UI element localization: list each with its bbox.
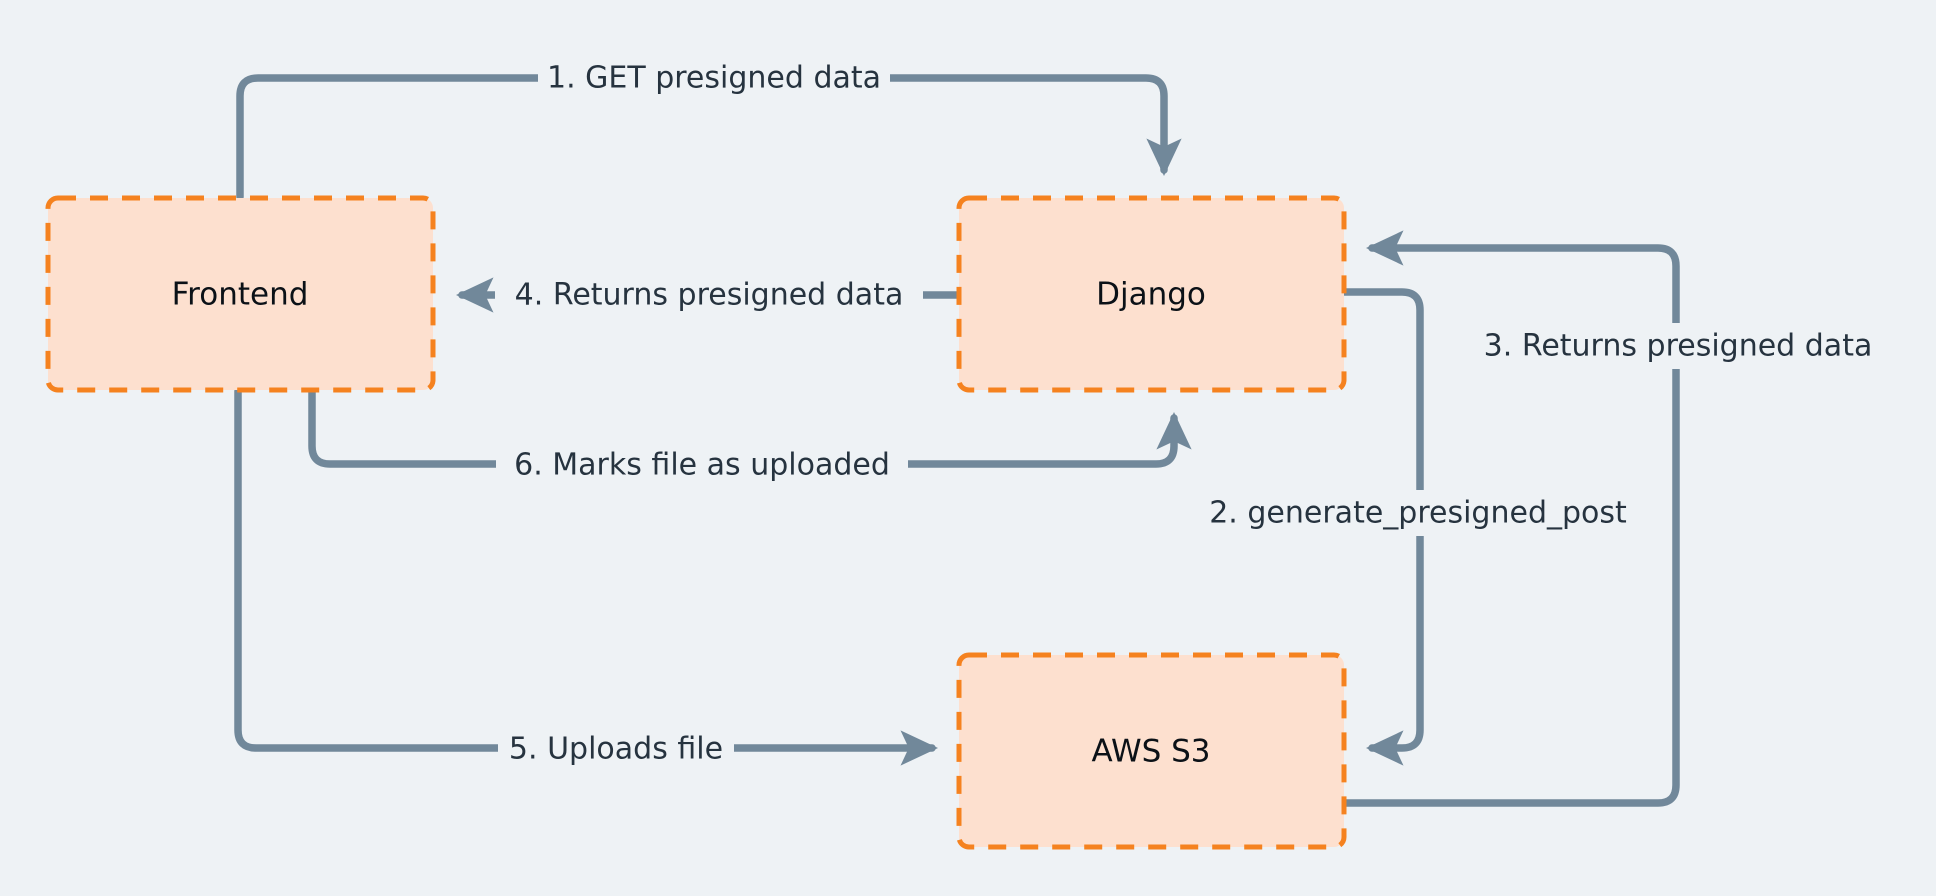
edge-1-get-presigned-data: 1. GET presigned data — [236, 54, 1182, 201]
edge-3-label: 3. Returns presigned data — [1484, 329, 1873, 364]
node-aws-s3[interactable]: AWS S3 — [956, 652, 1347, 850]
edge-6-label: 6. Marks file as uploaded — [514, 448, 890, 483]
edge-3-line — [1340, 230, 1680, 807]
edge-3-returns-presigned-data: 3. Returns presigned data — [1340, 230, 1888, 807]
node-django-box[interactable] — [956, 195, 1347, 393]
edge-6-label-bg — [496, 442, 908, 488]
node-aws-s3-box[interactable] — [956, 652, 1347, 850]
edge-5-uploads-file: 5. Uploads file — [234, 387, 939, 772]
node-django[interactable]: Django — [956, 195, 1347, 393]
edge-1-label: 1. GET presigned data — [547, 61, 881, 96]
edge-6-marks-file-as-uploaded: 6. Marks file as uploaded — [308, 387, 1192, 488]
edge-2-label: 2. generate_presigned_post — [1209, 496, 1627, 531]
edge-4-label-bg — [495, 272, 923, 318]
edge-5-label: 5. Uploads file — [509, 732, 723, 767]
edge-5-line — [234, 387, 939, 766]
edge-5-label-bg — [498, 726, 734, 772]
edge-4-returns-presigned-data: 4. Returns presigned data — [455, 272, 963, 318]
node-django-label: Django — [1096, 277, 1206, 313]
node-frontend-box[interactable] — [45, 195, 436, 393]
edge-1-label-bg — [538, 54, 890, 98]
node-frontend-label: Frontend — [172, 277, 309, 313]
edge-3-label-bg — [1468, 323, 1888, 369]
edge-2-generate-presigned-post: 2. generate_presigned_post — [1198, 288, 1638, 766]
edge-2-label-bg — [1198, 490, 1638, 536]
node-aws-s3-label: AWS S3 — [1091, 734, 1210, 770]
node-frontend[interactable]: Frontend — [45, 195, 436, 393]
edge-4-label: 4. Returns presigned data — [515, 278, 904, 313]
